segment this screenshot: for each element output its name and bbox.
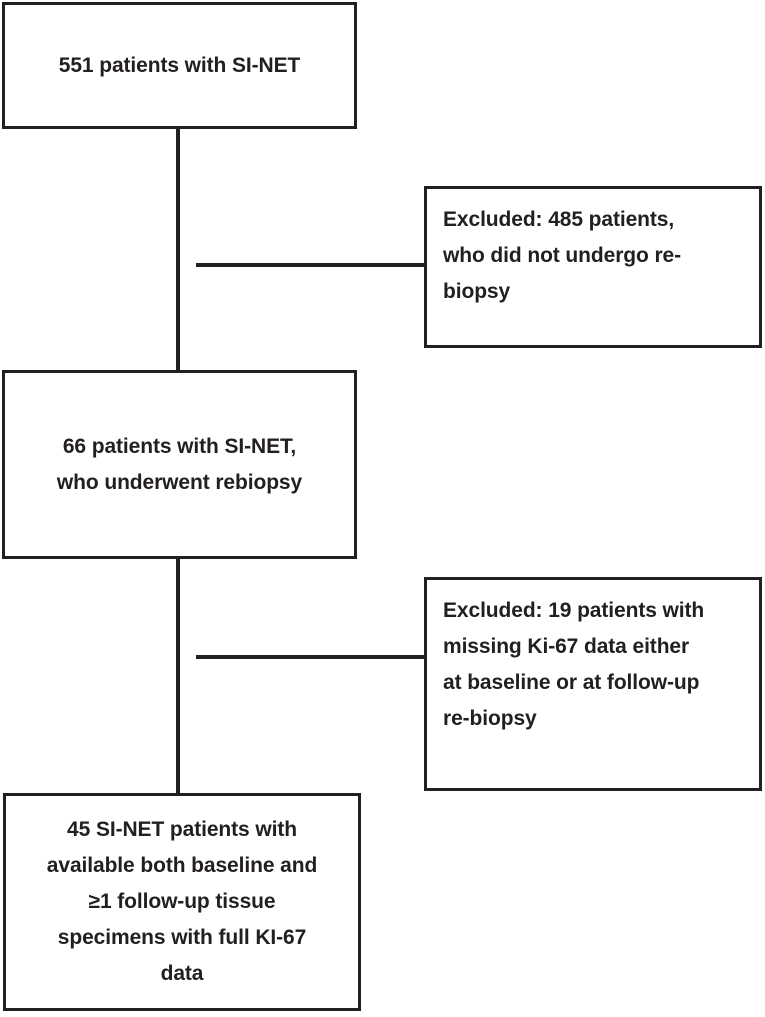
connector-trunk-top: [176, 127, 180, 372]
node-cohort-final-label: 45 SI-NET patients with available both b…: [46, 818, 318, 985]
node-cohort-rebiopsy: 66 patients with SI-NET, who underwent r…: [2, 370, 357, 559]
node-excluded-no-rebiopsy-label: Excluded: 485 patients, who did not unde…: [443, 208, 682, 303]
node-cohort-final: 45 SI-NET patients with available both b…: [3, 793, 361, 1011]
connector-trunk-bottom: [176, 557, 180, 795]
connector-branch-to-excluded-no-rebiopsy: [196, 263, 426, 267]
node-cohort-rebiopsy-label: 66 patients with SI-NET, who underwent r…: [56, 434, 303, 494]
node-excluded-no-rebiopsy: Excluded: 485 patients, who did not unde…: [424, 186, 762, 348]
node-excluded-missing-ki67: Excluded: 19 patients with missing Ki-67…: [424, 577, 762, 791]
node-excluded-missing-ki67-label: Excluded: 19 patients with missing Ki-67…: [443, 599, 705, 730]
node-cohort-total: 551 patients with SI-NET: [2, 2, 357, 129]
connector-branch-to-excluded-missing-ki67: [196, 655, 426, 659]
node-cohort-total-label: 551 patients with SI-NET: [58, 53, 301, 77]
